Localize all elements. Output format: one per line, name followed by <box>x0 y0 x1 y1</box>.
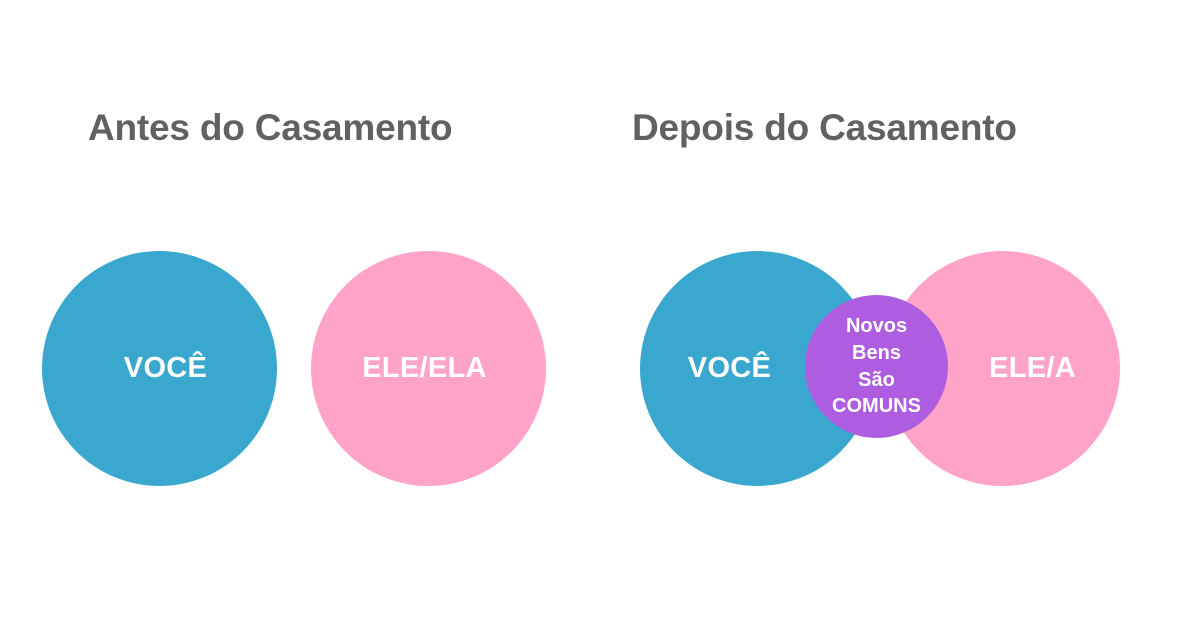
shared-assets-line-4: COMUNS <box>832 395 921 418</box>
circle-label-before-you: VOCÊ <box>123 352 208 384</box>
circle-label-after-partner: ELE/A <box>989 352 1076 384</box>
shared-assets-line-2: Bens <box>852 341 901 364</box>
circle-label-after-you: VOCÊ <box>687 352 772 384</box>
shared-assets-line-3: São <box>858 368 895 391</box>
panel-title-after-marriage: Depois do Casamento <box>632 107 1017 148</box>
circle-before-partner: ELE/ELA <box>311 251 546 486</box>
circle-shared-assets: Novos Bens São COMUNS <box>805 295 948 438</box>
panel-title-before-marriage: Antes do Casamento <box>88 107 453 148</box>
circle-label-before-partner: ELE/ELA <box>362 352 487 384</box>
circle-before-you: VOCÊ <box>42 251 277 486</box>
shared-assets-line-1: Novos <box>845 315 908 338</box>
